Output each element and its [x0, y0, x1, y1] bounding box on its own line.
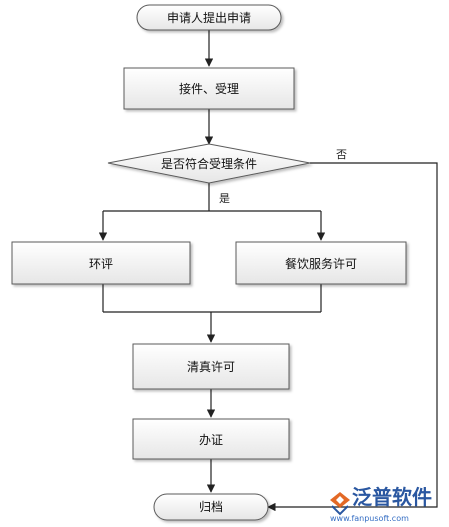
node-accept-label: 接件、受理	[179, 81, 239, 96]
edge-label-no: 否	[336, 148, 347, 161]
node-archive: 归档	[153, 493, 269, 521]
watermark-logo: 泛普软件 www.fanpusoft.com	[330, 485, 432, 523]
node-decision-label: 是否符合受理条件	[161, 156, 257, 171]
watermark-url: www.fanpusoft.com	[330, 514, 409, 523]
watermark-brand: 泛普软件	[352, 485, 432, 509]
node-archive-label: 归档	[199, 500, 223, 514]
edge-no-branch	[267, 162, 438, 512]
node-decision: 是否符合受理条件	[107, 143, 311, 184]
node-halal-label: 清真许可	[187, 360, 235, 374]
edge-label-yes: 是	[219, 192, 230, 205]
connectors	[98, 30, 438, 512]
node-start: 申请人提出申请	[136, 4, 282, 31]
node-eia: 环评	[11, 241, 191, 285]
node-handle-label: 办证	[199, 432, 223, 447]
node-catering: 餐饮服务许可	[235, 241, 407, 285]
node-start-label: 申请人提出申请	[167, 10, 251, 25]
node-catering-label: 餐饮服务许可	[285, 256, 357, 271]
brand-mark-icon	[330, 492, 350, 516]
node-eia-label: 环评	[89, 257, 113, 271]
node-halal: 清真许可	[132, 343, 290, 390]
node-accept: 接件、受理	[123, 67, 295, 110]
node-handle: 办证	[132, 418, 290, 460]
